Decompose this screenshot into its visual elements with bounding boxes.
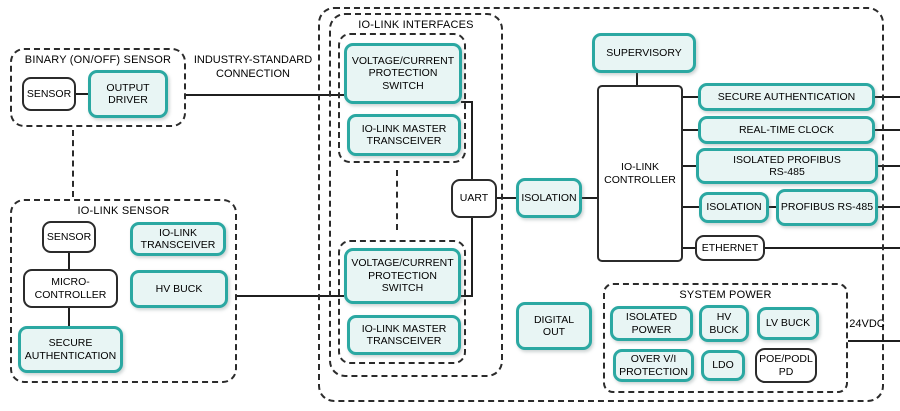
profibus-block: PROFIBUS RS-485 [776,189,878,226]
connector-switcha-elbow [461,101,473,103]
isolation-main-block: ISOLATION [516,178,582,218]
uart-block: UART [451,179,497,218]
connector-controller-isolation2 [683,206,699,208]
secure-authentication-peripheral-block: SECURE AUTHENTICATION [698,83,875,111]
lv-buck-block: LV BUCK [757,307,819,340]
system-power-group: SYSTEM POWER [603,283,848,393]
master-transceiver-b-block: IO-LINK MASTER TRANSCEIVER [347,315,461,355]
connector-supervisory-controller [636,73,638,85]
binary-sensor-block: SENSOR [22,77,76,111]
connector-ethernet-out [765,247,900,249]
protection-switch-a-block: VOLTAGE/CURRENT PROTECTION SWITCH [344,43,462,104]
protection-switch-b-block: VOLTAGE/CURRENT PROTECTION SWITCH [344,248,461,304]
connector-controller-secureauth [683,96,698,98]
master-region-group [318,7,884,402]
connector-micro-secureauth [68,308,70,326]
iolink-sensor-group: IO-LINK SENSOR [10,199,237,383]
connector-elbow-uart-top [471,101,473,179]
iolink-interfaces-group: IO-LINK INTERFACES [329,13,503,377]
system-power-title: SYSTEM POWER [679,289,772,301]
real-time-clock-block: REAL-TIME CLOCK [698,116,875,144]
hv-buck-block: HV BUCK [130,270,228,308]
binary-sensor-group: BINARY (ON/OFF) SENSOR [10,48,186,127]
isolated-profibus-block: ISOLATED PROFIBUS RS-485 [696,148,878,184]
connector-uart-isolation [497,197,516,199]
iolink-sensor-sensor-block: SENSOR [42,221,96,253]
connector-isoprofibus-out [878,165,900,167]
connector-24vdc [848,340,900,342]
poe-podl-pd-block: POE/PODL PD [755,348,817,383]
isolated-power-block: ISOLATED POWER [610,306,693,341]
connector-uart-bottom [471,217,473,297]
isolation-small-block: ISOLATION [699,192,769,223]
interface-port-b-group [338,240,466,364]
digital-out-block: DIGITAL OUT [516,302,592,350]
connector-switchb-elbow [461,295,473,297]
secure-authentication-block: SECURE AUTHENTICATION [18,326,123,373]
microcontroller-block: MICRO-CONTROLLER [23,269,118,308]
connector-isolation2-profibus [769,206,776,208]
connector-profibus-out [878,206,900,208]
connector-binary-iolinksensor-dashed [72,130,74,197]
connector-controller-rtc [683,129,698,131]
connector-rtc-out [875,129,900,131]
iolink-interfaces-title: IO-LINK INTERFACES [358,19,474,31]
connector-secureauth-out [875,96,900,98]
master-transceiver-a-block: IO-LINK MASTER TRANSCEIVER [347,114,461,156]
industry-standard-connection-label: INDUSTRY-STANDARD CONNECTION [193,54,313,80]
connector-sensor-outputdriver [76,93,88,95]
output-driver-block: OUTPUT DRIVER [88,70,168,118]
iolink-transceiver-block: IO-LINK TRANSCEIVER [130,222,226,256]
ethernet-block: ETHERNET [695,235,765,261]
24vdc-label: 24VDC [849,318,885,330]
connector-industry-standard [186,94,344,96]
interface-port-a-group [338,33,466,163]
connector-iolinksensor-switch [237,295,344,297]
ldo-block: LDO [701,350,745,381]
iolink-controller-block: IO-LINK CONTROLLER [597,85,683,262]
connector-sensor2-micro [68,253,70,269]
over-vi-protection-block: OVER V/I PROTECTION [613,349,694,382]
binary-sensor-title: BINARY (ON/OFF) SENSOR [24,54,172,66]
hv-buck-power-block: HV BUCK [699,305,749,342]
connector-controller-ethernet [683,247,695,249]
supervisory-block: SUPERVISORY [592,33,696,73]
iolink-sensor-title: IO-LINK SENSOR [77,205,170,217]
interfaces-ellipsis-dashed [396,170,398,230]
connector-controller-isoprofibus [683,165,696,167]
connector-isolation-controller [582,197,597,199]
